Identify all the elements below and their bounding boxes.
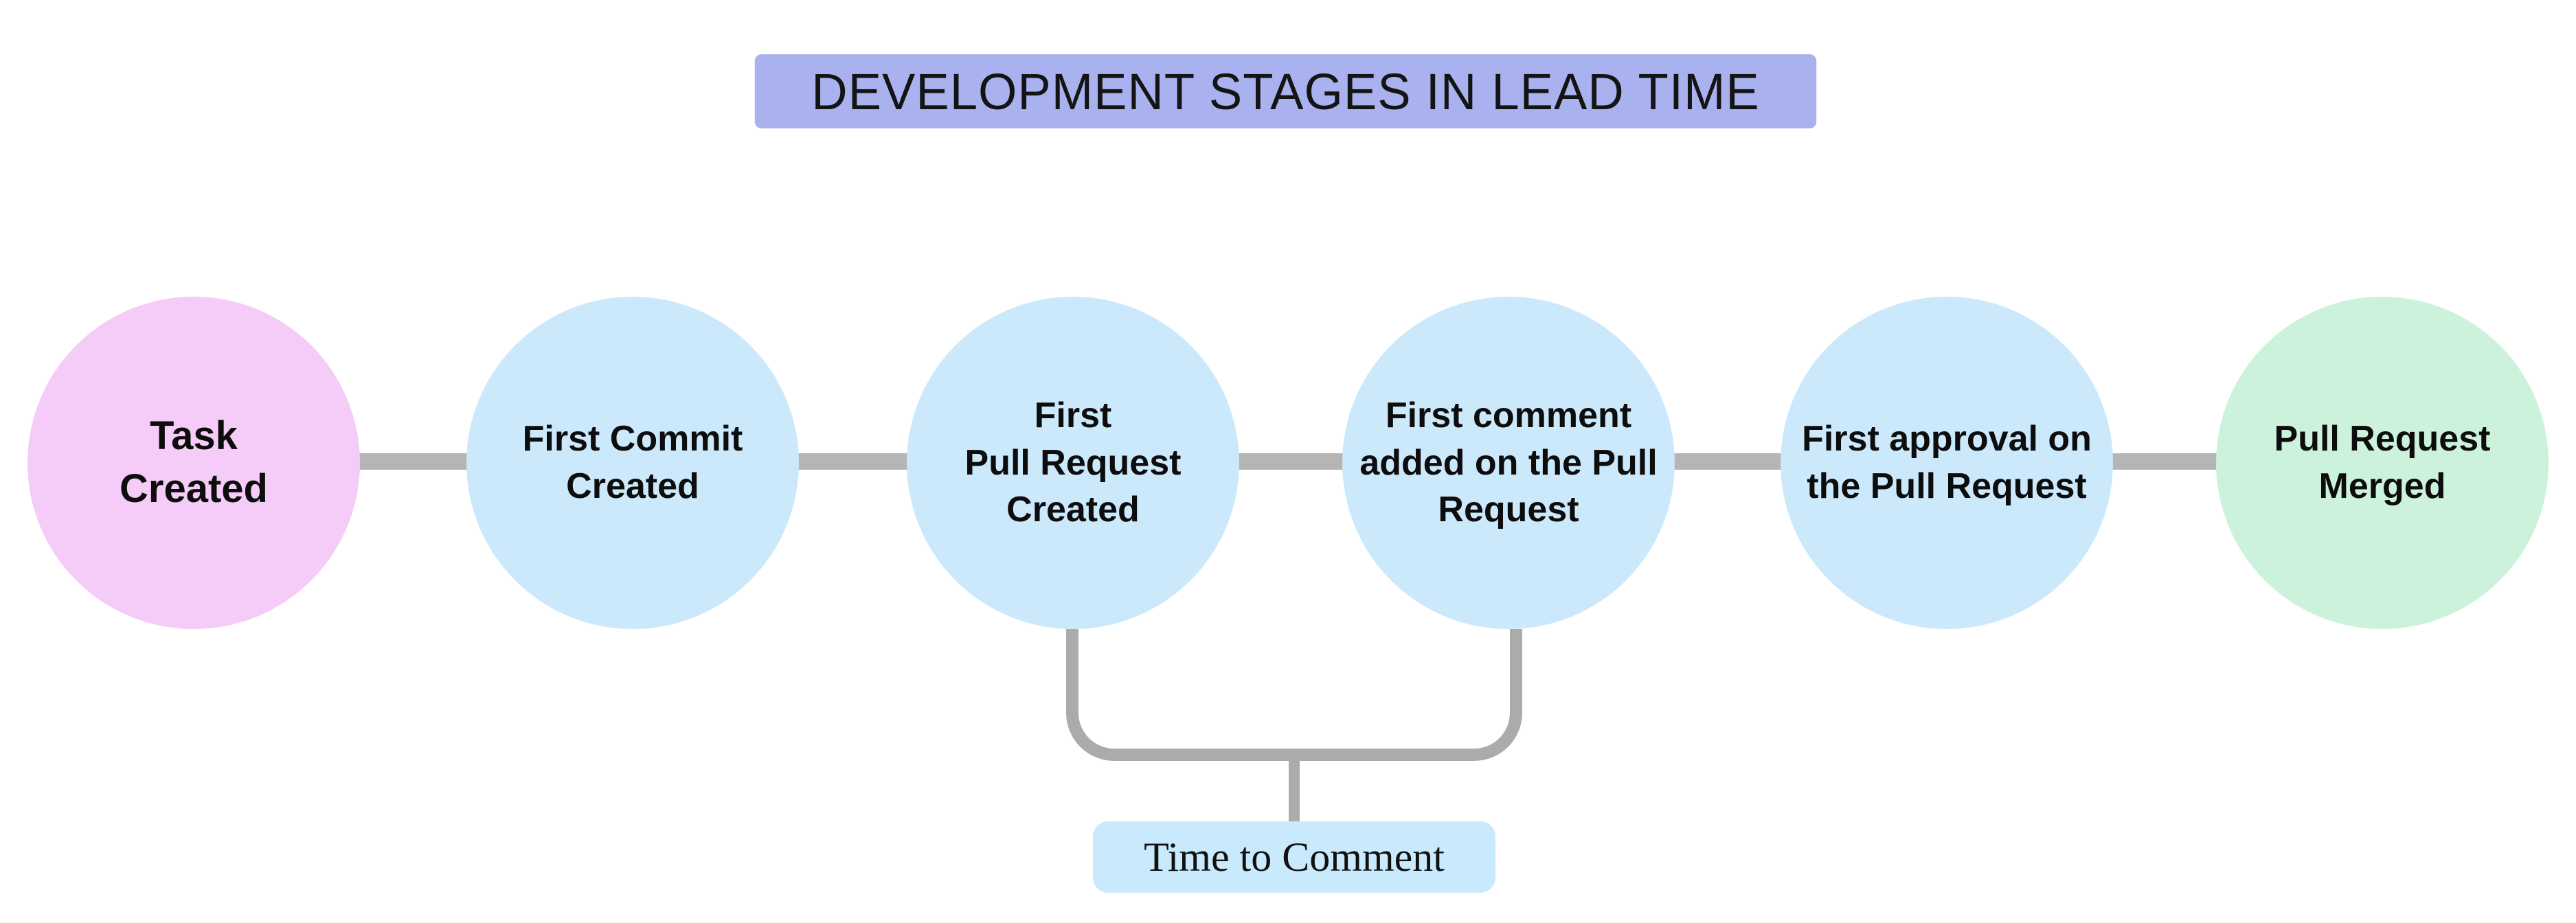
- time-to-comment-bracket-stem: [1289, 754, 1300, 825]
- stage-node-first-pull-request-created: First Pull Request Created: [907, 297, 1239, 629]
- stage-node-first-commit-created: First Commit Created: [466, 297, 799, 629]
- diagram-title: DEVELOPMENT STAGES IN LEAD TIME: [754, 54, 1817, 128]
- stage-node-first-approval: First approval on the Pull Request: [1781, 297, 2113, 629]
- stage-node-task-created: Task Created: [27, 297, 360, 629]
- stage-node-pull-request-merged: Pull Request Merged: [2216, 297, 2549, 629]
- time-to-comment-label: Time to Comment: [1093, 821, 1495, 893]
- time-to-comment-bracket: [1066, 629, 1522, 761]
- stage-node-first-comment-added: First comment added on the Pull Request: [1342, 297, 1675, 629]
